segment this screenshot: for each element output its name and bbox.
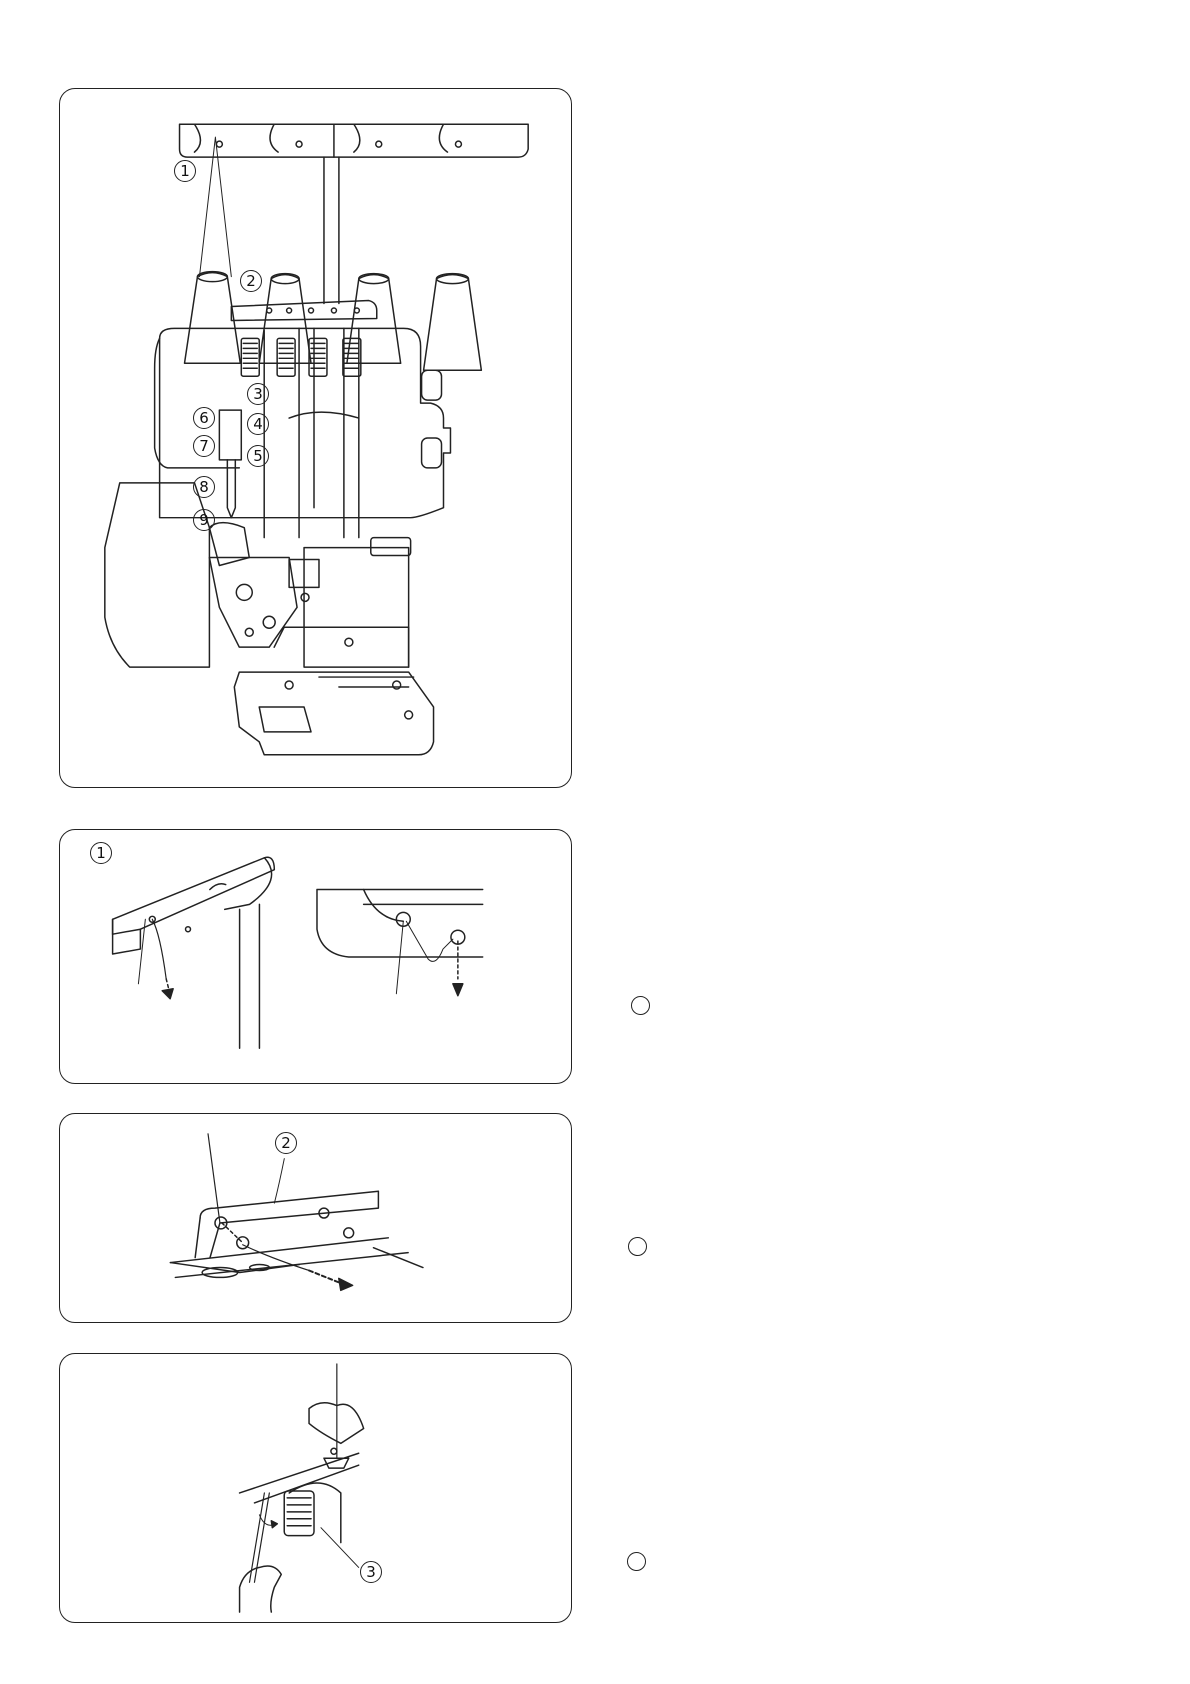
callout-2-plate: 2 — [275, 1132, 297, 1154]
callout-3-dial: 3 — [360, 1561, 382, 1583]
thread-guide-drawing — [60, 830, 571, 1083]
callout-2: 2 — [240, 270, 262, 292]
tension-dial-detail-panel: 3 — [59, 1353, 572, 1623]
overlocker-overview-drawing — [60, 89, 571, 787]
tension-plate-drawing — [60, 1114, 571, 1322]
callout-8: 8 — [193, 476, 215, 498]
step-marker-2 — [628, 1237, 647, 1256]
callout-6: 6 — [193, 407, 215, 429]
tension-plate-detail-panel: 2 — [59, 1113, 572, 1323]
callout-5: 5 — [247, 445, 269, 467]
step-marker-1 — [631, 996, 650, 1015]
step-marker-3 — [627, 1552, 646, 1571]
callout-1: 1 — [174, 160, 196, 182]
callout-9: 9 — [193, 509, 215, 531]
thread-guide-detail-panel: 1 — [59, 829, 572, 1084]
callout-1-guide: 1 — [90, 842, 112, 864]
overview-illustration-panel: 1 2 3 4 5 6 7 8 9 — [59, 88, 572, 788]
callout-4: 4 — [247, 413, 269, 435]
tension-dial-drawing — [60, 1354, 571, 1622]
callout-3: 3 — [247, 383, 269, 405]
callout-7: 7 — [193, 435, 215, 457]
